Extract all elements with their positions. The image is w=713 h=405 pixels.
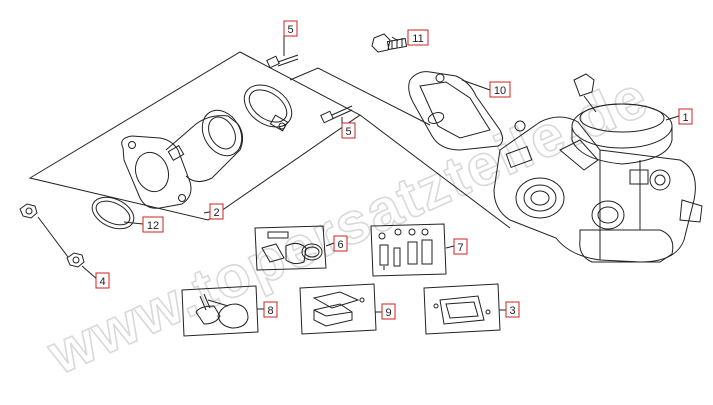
callout-6-label: 6 [337,239,343,251]
top-cover-bracket [408,71,526,151]
screw-lower [320,105,353,124]
callout-7: 7 [453,238,468,255]
callout-2: 2 [209,203,224,220]
bolt-11 [371,33,408,53]
intake-group-outline [28,51,361,221]
callout-10: 10 [489,81,511,98]
kit-box-7 [370,223,447,277]
callout-1: 1 [678,108,693,125]
callout-10-label: 10 [494,85,506,97]
callout-5-upper-label: 5 [287,24,293,36]
callout-12-label: 12 [147,220,159,232]
o-ring-inner [95,200,131,226]
callout-8: 8 [263,301,278,318]
callout-5-upper: 5 [283,20,298,37]
callout-3-label: 3 [509,305,515,317]
carburetor-body [493,73,703,263]
intake-manifold [121,109,244,209]
callout-6: 6 [333,235,348,252]
callout-4-label: 4 [99,276,105,288]
callout-5-lower: 5 [341,122,356,139]
callout-12: 12 [142,216,164,233]
callout-8-label: 8 [267,305,273,317]
nut-lower [66,252,85,268]
screw-upper [266,54,299,69]
kit-box-6 [254,225,327,271]
callout-7-label: 7 [457,242,463,254]
callout-11-label: 11 [412,33,423,45]
callout-9-label: 9 [385,307,391,319]
callout-2-label: 2 [213,207,219,219]
kit-box-8 [181,285,259,337]
callout-11: 11 [407,29,429,46]
nut-axis-line [37,216,69,258]
hose-clamp [243,84,293,132]
callout-1-label: 1 [682,112,688,124]
callout-9: 9 [381,303,396,320]
callout-3: 3 [505,301,520,318]
kit-box-3 [423,283,501,335]
carb-extension-line [359,114,511,229]
group-extension-line [289,67,431,126]
kit-box-9 [299,283,377,335]
o-ring [91,196,135,230]
callout-4: 4 [95,272,110,289]
nut-upper [19,203,38,219]
callout-5-lower-label: 5 [345,126,351,138]
